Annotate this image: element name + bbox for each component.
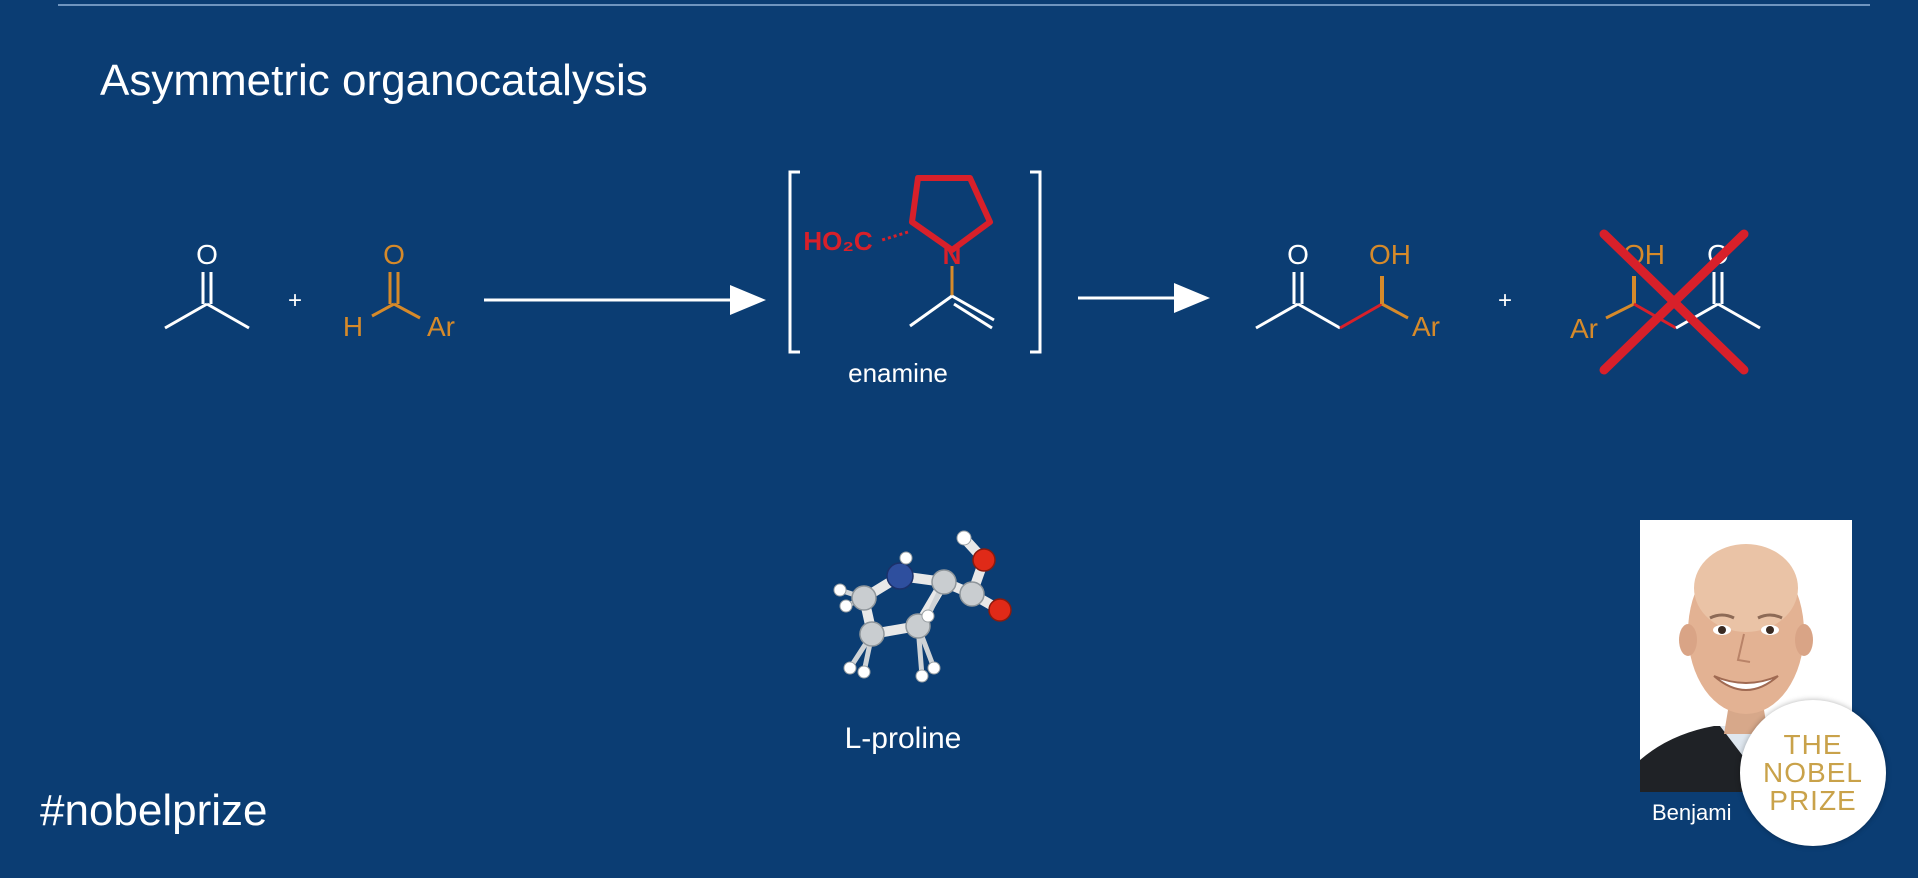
seal-line-3: PRIZE — [1769, 785, 1857, 816]
top-divider — [58, 4, 1870, 6]
right-bracket — [1030, 170, 1042, 354]
enamine-label: enamine — [848, 358, 948, 388]
proline-label: L-proline — [845, 722, 962, 755]
aldehyde-hydrogen: H — [343, 311, 363, 342]
side-product-aryl: Ar — [1570, 313, 1598, 344]
enamine-structure: HO₂C N — [803, 175, 995, 330]
plus-sign-2: + — [1498, 287, 1512, 314]
aldehyde-structure: O H Ar — [343, 239, 455, 342]
acetone-structure: O — [164, 239, 250, 330]
carboxylic-acid-label: HO₂C — [803, 226, 873, 256]
aldol-product-structure: O OH Ar — [1255, 239, 1440, 342]
seal-line-2: NOBEL — [1763, 757, 1863, 788]
product-oxygen: O — [1287, 239, 1309, 270]
proline-3d-model — [833, 530, 1012, 683]
nobel-prize-seal: THE NOBEL PRIZE — [1740, 700, 1886, 846]
nobelprize-hashtag: #nobelprize — [40, 786, 268, 835]
acetone-oxygen: O — [196, 239, 218, 270]
pyrrolidine-nitrogen: N — [943, 240, 962, 270]
product-aryl: Ar — [1412, 311, 1440, 342]
left-bracket — [788, 170, 800, 354]
aldehyde-oxygen: O — [383, 239, 405, 270]
speaker-portrait — [1640, 520, 1852, 792]
slide-title: Asymmetric organocatalysis — [100, 56, 648, 105]
product-hydroxyl: OH — [1369, 239, 1411, 270]
side-product-structure: OH O Ar — [1570, 239, 1761, 344]
seal-line-1: THE — [1783, 729, 1843, 760]
cross-out-mark — [1599, 229, 1749, 375]
aldehyde-aryl: Ar — [427, 311, 455, 342]
speaker-caption: Benjami — [1652, 800, 1732, 825]
plus-sign-1: + — [288, 287, 302, 314]
